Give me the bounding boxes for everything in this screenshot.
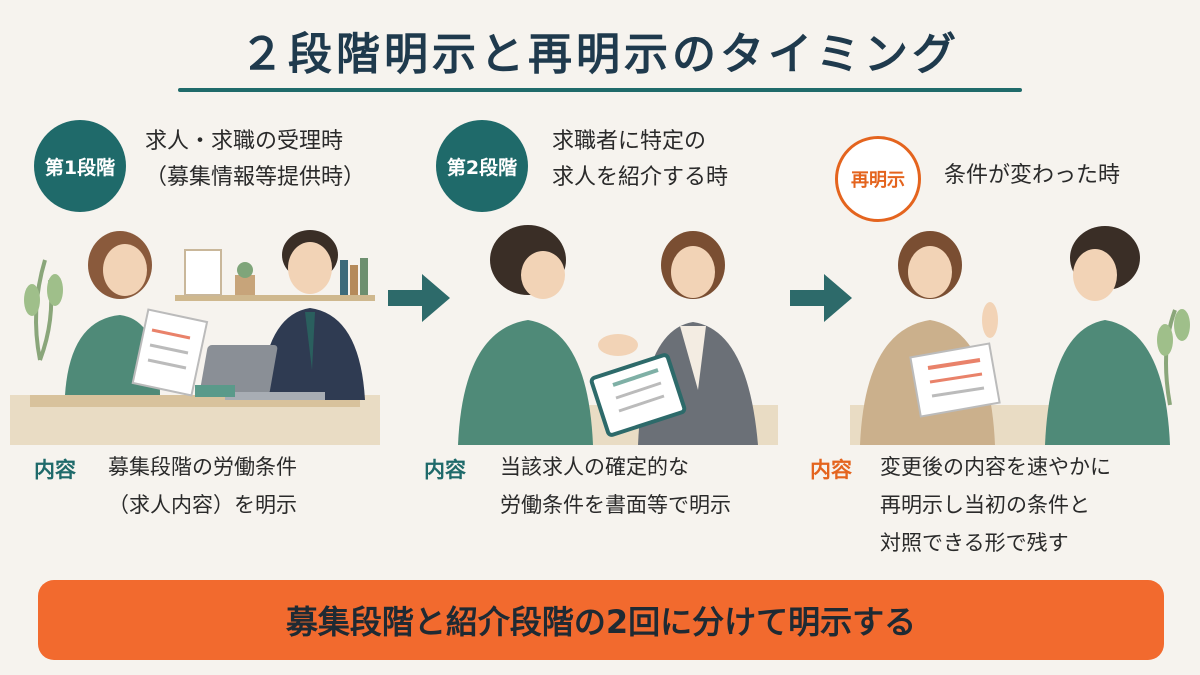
stage1-content-line: （求人内容）を明示 bbox=[108, 493, 297, 517]
stage1-heading: 求人・求職の受理時 （募集情報等提供時） bbox=[145, 124, 365, 196]
redisclosure-heading-line: 条件が変わった時 bbox=[944, 163, 1121, 188]
stage1-heading-line: 求人・求職の受理時 bbox=[145, 129, 344, 154]
stage2-badge: 第2段階 bbox=[436, 120, 528, 212]
stage2-heading-line: 求職者に特定の bbox=[552, 129, 707, 154]
redisclosure-content-label: 内容 bbox=[810, 458, 852, 482]
redisclosure-illustration bbox=[850, 226, 1190, 445]
redisclosure-badge: 再明示 bbox=[835, 136, 921, 222]
stage2-heading-line: 求人を紹介する時 bbox=[552, 165, 729, 190]
arrow-right-icon bbox=[388, 274, 450, 322]
redisclosure-content-line: 再明示し当初の条件と bbox=[880, 493, 1090, 517]
summary-banner: 募集段階と紹介段階の2回に分けて明示する bbox=[38, 580, 1164, 660]
stage1-content-line: 募集段階の労働条件 bbox=[108, 455, 297, 479]
stage2-content-line: 労働条件を書面等で明示 bbox=[500, 493, 731, 517]
stage1-illustration bbox=[10, 230, 380, 445]
stage2-content-line: 当該求人の確定的な bbox=[500, 455, 689, 479]
stage1-content-label: 内容 bbox=[34, 458, 76, 482]
arrow-right-icon bbox=[790, 274, 852, 322]
page-title: ２段階明示と再明示のタイミング bbox=[240, 29, 960, 80]
stage1-badge: 第1段階 bbox=[34, 120, 126, 212]
title-underline bbox=[178, 88, 1022, 92]
stage1-heading-line: （募集情報等提供時） bbox=[145, 165, 366, 190]
stage2-heading: 求職者に特定の 求人を紹介する時 bbox=[552, 124, 728, 196]
redisclosure-content-line: 変更後の内容を速やかに bbox=[880, 455, 1111, 479]
redisclosure-heading: 条件が変わった時 bbox=[944, 158, 1120, 194]
stage2-illustration bbox=[458, 225, 778, 445]
redisclosure-content: 変更後の内容を速やかに 再明示し当初の条件と 対照できる形で残す bbox=[880, 448, 1111, 562]
redisclosure-content-line: 対照できる形で残す bbox=[880, 531, 1069, 555]
stage1-content: 募集段階の労働条件 （求人内容）を明示 bbox=[108, 448, 297, 524]
stage2-content: 当該求人の確定的な 労働条件を書面等で明示 bbox=[500, 448, 731, 524]
stage2-content-label: 内容 bbox=[424, 458, 466, 482]
